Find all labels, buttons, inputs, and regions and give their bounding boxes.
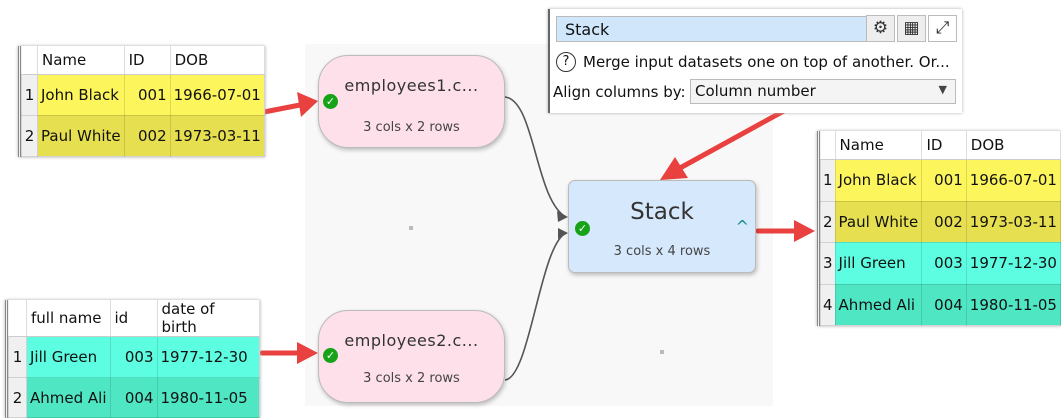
- node-employees2[interactable]: employees2.c... 3 cols x 2 rows ✓: [318, 310, 505, 403]
- expand-icon[interactable]: ⤢: [928, 15, 957, 42]
- column-header[interactable]: DOB: [170, 46, 265, 75]
- cell: 003: [921, 241, 967, 285]
- cell: Paul White: [834, 200, 923, 243]
- cell: 004: [109, 377, 158, 418]
- column-header[interactable]: Name: [835, 131, 923, 160]
- row-number: 1: [21, 73, 38, 116]
- column-header[interactable]: date of birth: [157, 300, 260, 337]
- node-stack[interactable]: Stack 3 cols x 4 rows ✓ ^: [568, 180, 756, 273]
- check-circle-icon: ✓: [323, 94, 338, 109]
- cell: 001: [123, 73, 171, 116]
- collapse-caret-icon[interactable]: ^: [735, 217, 749, 236]
- help-icon[interactable]: ?: [556, 52, 576, 72]
- column-header[interactable]: ID: [124, 46, 171, 75]
- check-circle-icon: ✓: [575, 221, 590, 236]
- row-number: 2: [21, 114, 38, 157]
- cell: Ahmed Ali: [26, 377, 111, 418]
- column-header[interactable]: ID: [921, 131, 967, 160]
- cell: John Black: [834, 158, 923, 202]
- callout-arrow: [261, 102, 303, 115]
- row-number: 3: [820, 241, 836, 285]
- row-number: 1: [8, 336, 27, 378]
- cell: 1977-12-30: [156, 336, 260, 378]
- cell: Jill Green: [834, 241, 923, 285]
- cell: John Black: [37, 73, 125, 116]
- align-value: Column number: [695, 82, 816, 100]
- cell: 1966-07-01: [965, 158, 1061, 202]
- cell: 1966-07-01: [169, 73, 265, 116]
- column-header[interactable]: DOB: [966, 131, 1061, 160]
- cell: 1973-03-11: [169, 114, 265, 157]
- canvas-dot: [409, 226, 413, 230]
- column-header[interactable]: Name: [37, 46, 125, 75]
- row-number: 4: [820, 283, 836, 326]
- cell: 002: [123, 114, 171, 157]
- cell: 004: [921, 283, 967, 326]
- cell: 1980-11-05: [965, 283, 1061, 326]
- node-employees1[interactable]: employees1.c... 3 cols x 2 rows ✓: [318, 55, 505, 148]
- description: Merge input datasets one on top of anoth…: [583, 53, 950, 71]
- row-number: 1: [820, 158, 836, 202]
- node-name-field[interactable]: Stack: [556, 16, 868, 42]
- cell: Ahmed Ali: [834, 283, 923, 326]
- cell: 003: [109, 336, 158, 378]
- node-summary: 3 cols x 2 rows: [363, 120, 460, 135]
- cell: 002: [921, 200, 967, 243]
- cell: Paul White: [37, 114, 125, 157]
- properties-panel: Stack ⚙ ▦ ⤢ ? Merge input datasets one o…: [548, 9, 962, 113]
- cell: 001: [921, 158, 967, 202]
- cell: 1973-03-11: [965, 200, 1061, 243]
- table-icon[interactable]: ▦: [897, 15, 926, 42]
- align-columns-select[interactable]: Column number ▼: [690, 79, 956, 104]
- row-number: 2: [820, 200, 836, 243]
- node-summary: 3 cols x 4 rows: [613, 244, 711, 259]
- column-header[interactable]: full name: [26, 300, 111, 337]
- cell: 1980-11-05: [156, 377, 260, 418]
- node-title: employees2.c...: [344, 331, 479, 350]
- column-header[interactable]: id: [110, 300, 158, 337]
- canvas-dot: [660, 350, 664, 354]
- node-summary: 3 cols x 2 rows: [363, 371, 460, 386]
- check-circle-icon: ✓: [323, 348, 338, 363]
- cell: 1977-12-30: [965, 241, 1061, 285]
- node-title: Stack: [630, 199, 694, 225]
- chevron-down-icon: ▼: [938, 83, 947, 96]
- row-number: 2: [8, 377, 27, 418]
- gears-icon[interactable]: ⚙: [866, 15, 895, 42]
- align-label: Align columns by:: [553, 83, 686, 101]
- node-title: employees1.c...: [344, 76, 479, 95]
- cell: Jill Green: [26, 336, 111, 378]
